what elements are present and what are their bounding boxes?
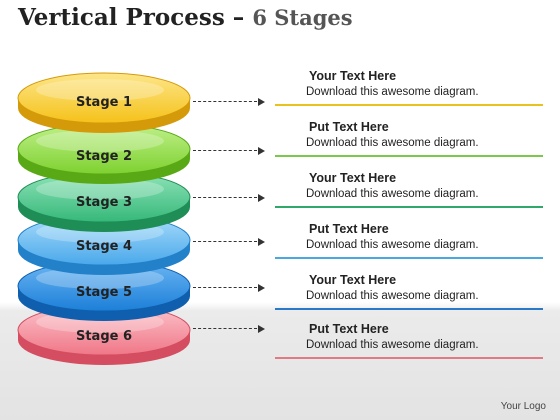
item-body: Download this awesome diagram. bbox=[306, 86, 479, 98]
stage-label: Stage 2 bbox=[76, 149, 132, 164]
item-rule bbox=[275, 357, 543, 359]
item-heading: Put Text Here bbox=[309, 120, 389, 134]
item-rule bbox=[275, 104, 543, 106]
arrow-stage-6 bbox=[193, 325, 265, 333]
stage-disc-2: Stage 2 bbox=[17, 123, 191, 184]
text-item-2: Put Text Here Download this awesome diag… bbox=[275, 120, 543, 157]
item-body: Download this awesome diagram. bbox=[306, 239, 479, 251]
item-rule bbox=[275, 155, 543, 157]
item-rule bbox=[275, 257, 543, 259]
arrow-stage-4 bbox=[193, 238, 265, 246]
disc-highlight bbox=[36, 178, 164, 200]
item-heading: Put Text Here bbox=[309, 222, 389, 236]
disc-top bbox=[17, 72, 191, 124]
item-heading: Put Text Here bbox=[309, 322, 389, 336]
title-main: Vertical Process – bbox=[18, 4, 253, 31]
text-item-3: Your Text Here Download this awesome dia… bbox=[275, 171, 543, 208]
stage-label: Stage 4 bbox=[76, 239, 132, 254]
text-item-5: Your Text Here Download this awesome dia… bbox=[275, 273, 543, 310]
arrow-stage-3 bbox=[193, 194, 265, 202]
item-body: Download this awesome diagram. bbox=[306, 137, 479, 149]
item-heading: Your Text Here bbox=[309, 69, 397, 83]
item-rule bbox=[275, 308, 543, 310]
arrow-stage-1 bbox=[193, 98, 265, 106]
stage-stack: Stage 6 Stage 5 Stage 4 Stage 3 Stage 2 Stage… bbox=[17, 72, 191, 365]
item-rule bbox=[275, 206, 543, 208]
stage-label: Stage 1 bbox=[76, 95, 132, 110]
arrow-stage-2 bbox=[193, 147, 265, 155]
item-heading: Your Text Here bbox=[309, 171, 397, 185]
page-title: Vertical Process – 6 Stages bbox=[18, 4, 353, 31]
item-body: Download this awesome diagram. bbox=[306, 290, 479, 302]
stage-label: Stage 3 bbox=[76, 195, 132, 210]
arrow-stage-5 bbox=[193, 284, 265, 292]
stage-disc-3: Stage 3 bbox=[17, 171, 191, 232]
stage-label: Stage 6 bbox=[76, 329, 132, 344]
title-sub: 6 Stages bbox=[252, 5, 353, 30]
item-body: Download this awesome diagram. bbox=[306, 339, 479, 351]
logo-text: Your Logo bbox=[500, 401, 546, 412]
text-item-6: Put Text Here Download this awesome diag… bbox=[275, 322, 543, 359]
item-body: Download this awesome diagram. bbox=[306, 188, 479, 200]
text-item-4: Put Text Here Download this awesome diag… bbox=[275, 222, 543, 259]
disc-highlight bbox=[36, 130, 164, 152]
item-heading: Your Text Here bbox=[309, 273, 397, 287]
text-item-1: Your Text Here Download this awesome dia… bbox=[275, 69, 543, 106]
stage-disc-5: Stage 5 bbox=[17, 260, 191, 321]
disc-highlight bbox=[36, 79, 164, 101]
stage-disc-1: Stage 1 bbox=[17, 72, 191, 133]
stage-label: Stage 5 bbox=[76, 285, 132, 300]
